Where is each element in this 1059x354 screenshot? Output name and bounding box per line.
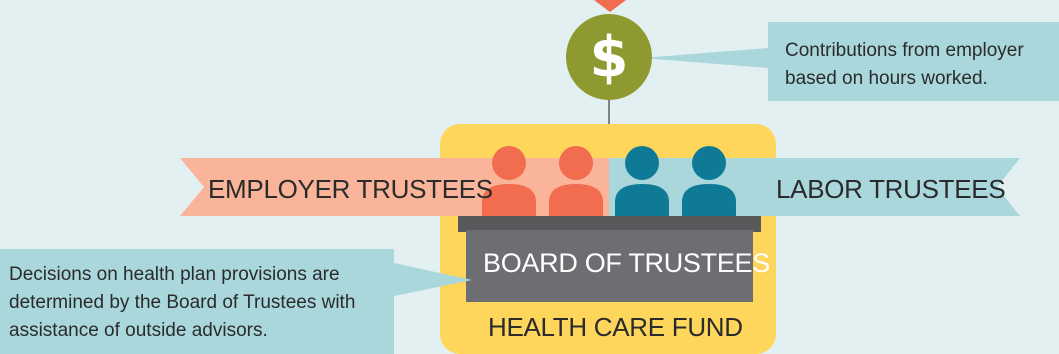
labor-trustees-label: LABOR TRUSTEES — [776, 174, 1006, 204]
dollar-sign: $ — [589, 24, 629, 90]
board-ledge — [458, 216, 761, 232]
employer-trustees-label: EMPLOYER TRUSTEES — [208, 174, 493, 204]
person-icon — [482, 146, 536, 216]
contribution-callout — [642, 22, 1059, 101]
person-icon — [549, 146, 603, 216]
board-of-trustees-box — [466, 230, 753, 302]
person-icon — [682, 146, 736, 216]
health-care-fund-label: HEALTH CARE FUND — [488, 312, 743, 342]
decision-note: Decisions on health plan provisions are … — [9, 264, 356, 341]
contribution-note: Contributions from employer based on hou… — [785, 40, 1024, 89]
person-icon — [615, 146, 669, 216]
board-of-trustees-label: BOARD OF TRUSTEES — [483, 248, 770, 278]
dollar-coin-icon — [566, 14, 652, 100]
decision-callout — [0, 249, 472, 354]
arrow-down-icon — [594, 0, 626, 12]
